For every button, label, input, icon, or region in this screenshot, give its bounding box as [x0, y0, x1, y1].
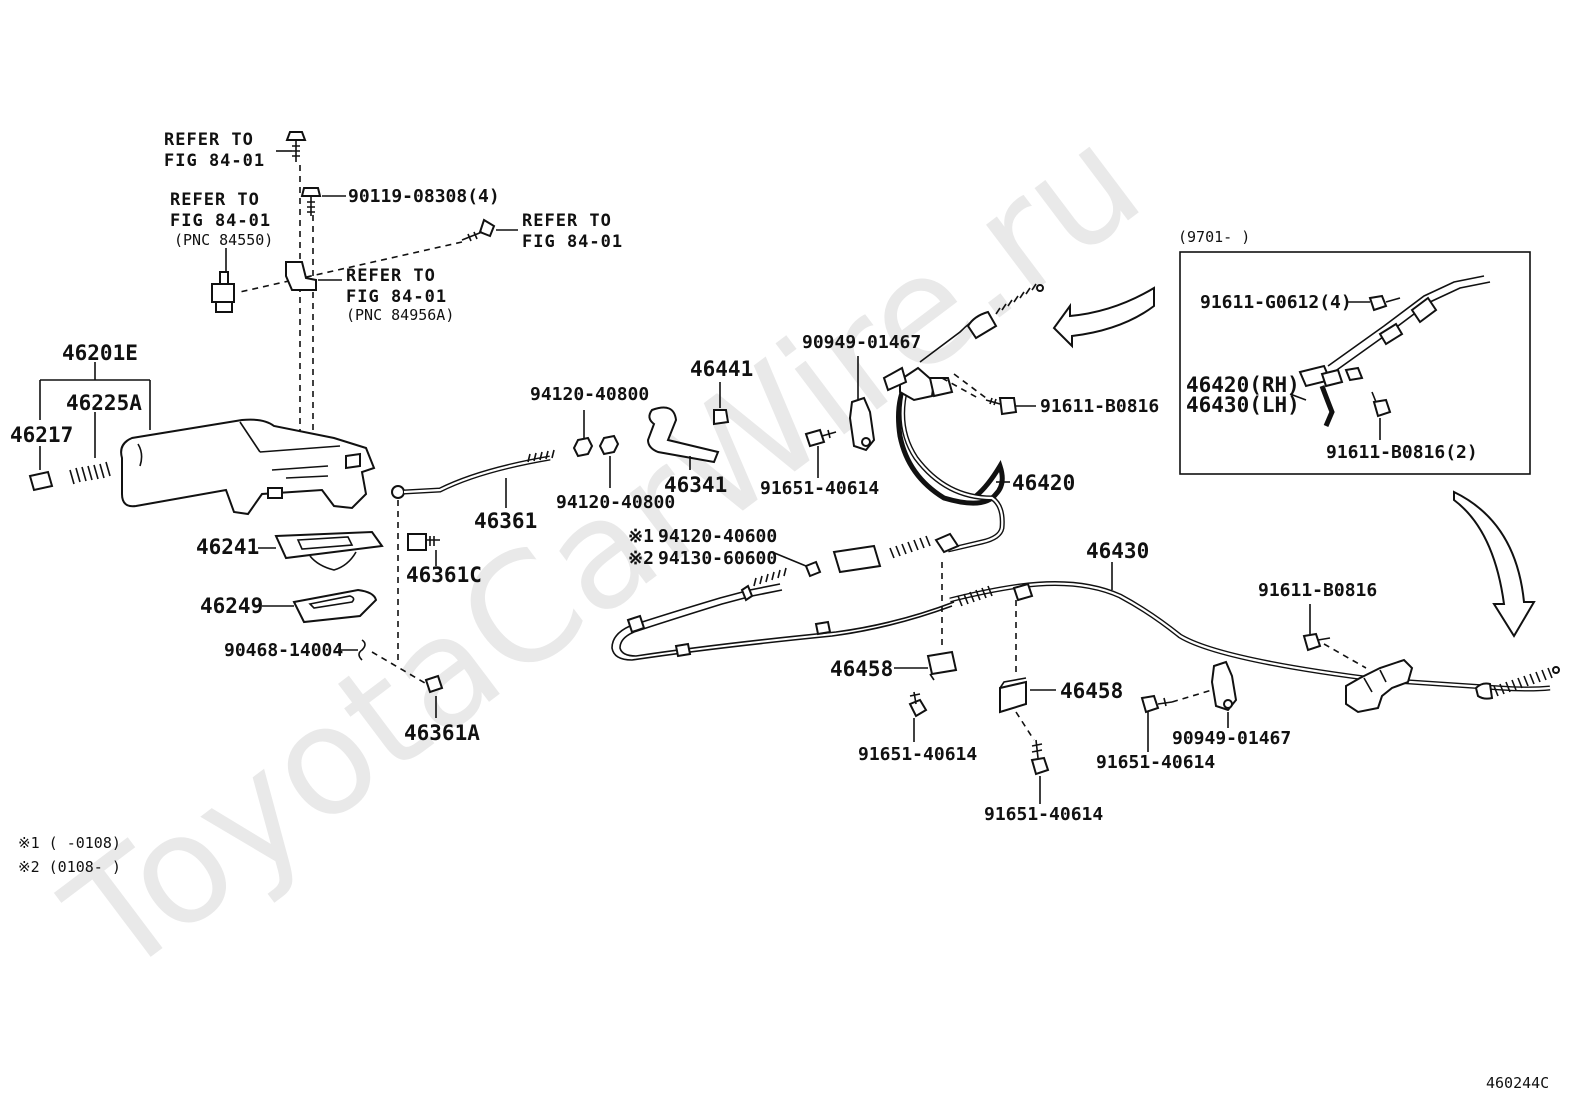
equalizer-rod-icon[interactable] [391, 449, 555, 499]
bolt-91651-top-icon[interactable] [804, 428, 837, 448]
label-46420-rh: 46420(RH) [1186, 373, 1300, 397]
marker-2: ※2 [628, 548, 654, 569]
label-90119-08308: 90119-08308(4) [348, 186, 500, 207]
bolt-91611-bottom-icon[interactable] [1302, 632, 1331, 652]
lever-boot-icon[interactable] [292, 588, 378, 624]
svg-text:REFER TO: REFER TO [346, 266, 436, 286]
svg-text:(PNC 84550): (PNC 84550) [174, 231, 273, 249]
label-46201E: 46201E [62, 341, 138, 365]
bolt-91651-c-icon[interactable] [1030, 739, 1050, 776]
svg-text:FIG 84-01: FIG 84-01 [522, 232, 623, 252]
inset-bolt-a-icon[interactable] [1368, 294, 1401, 312]
label-91651-40614-b: 91651-40614 [858, 744, 977, 765]
refer-label-4: REFER TO FIG 84-01 (PNC 84956A) [346, 266, 454, 324]
switch-clip-icon[interactable] [211, 271, 235, 313]
label-46441: 46441 [690, 357, 753, 381]
bolt-91611-top-icon[interactable] [985, 397, 1018, 416]
inset-range-label: (9701- ) [1178, 228, 1250, 246]
refer-screw-right-icon[interactable] [461, 218, 496, 242]
bolt-90119-icon[interactable] [300, 187, 322, 216]
refer-label-3: REFER TO FIG 84-01 [522, 211, 623, 252]
label-91611-G0612: 91611-G0612(4) [1200, 292, 1352, 313]
label-91651-40614-d: 91651-40614 [1096, 752, 1215, 773]
svg-text:(PNC 84956A): (PNC 84956A) [346, 306, 454, 324]
label-91651-40614-a: 91651-40614 [760, 478, 879, 499]
label-46361C: 46361C [406, 563, 482, 587]
cable-bracket-bottom-icon[interactable] [1210, 660, 1238, 712]
release-button-icon[interactable] [28, 470, 54, 492]
cable-46420-icon[interactable] [832, 283, 1044, 574]
label-46430-lh: 46430(LH) [1186, 393, 1300, 417]
label-94120-40800-a: 94120-40800 [530, 384, 649, 405]
release-spring-icon[interactable] [69, 461, 111, 485]
cable-bracket-top-icon[interactable] [848, 396, 876, 452]
svg-text:REFER TO: REFER TO [164, 130, 254, 150]
nut-b-icon[interactable] [598, 434, 620, 456]
adjuster-nut-icon[interactable] [804, 560, 822, 578]
label-46361: 46361 [474, 509, 537, 533]
lever-plate-icon[interactable] [274, 530, 384, 571]
clip-46458-b-icon[interactable] [999, 677, 1027, 714]
inset-frame [1179, 251, 1531, 475]
diagram-code: 460244C [1486, 1074, 1549, 1092]
label-90949-01467-b: 90949-01467 [1172, 728, 1291, 749]
footnote-1: ※1 ( -0108) [18, 834, 121, 852]
label-46249: 46249 [200, 594, 263, 618]
reference-arrow-down-icon [1453, 490, 1536, 638]
pin-46361a-icon[interactable] [424, 674, 444, 694]
label-46420: 46420 [1012, 471, 1075, 495]
label-46241: 46241 [196, 535, 259, 559]
label-91611-B0816-a: 91611-B0816 [1040, 396, 1159, 417]
label-46217: 46217 [10, 423, 73, 447]
label-91611-B0816-c: 91611-B0816(2) [1326, 442, 1478, 463]
refer-label-2: REFER TO FIG 84-01 (PNC 84550) [170, 190, 273, 249]
label-46458-b: 46458 [1060, 679, 1123, 703]
label-94130-60600: 94130-60600 [658, 548, 777, 569]
svg-text:FIG 84-01: FIG 84-01 [346, 287, 447, 307]
svg-text:REFER TO: REFER TO [170, 190, 260, 210]
nut-a-icon[interactable] [572, 436, 594, 458]
label-91611-B0816-b: 91611-B0816 [1258, 580, 1377, 601]
parking-brake-lever-icon[interactable] [120, 418, 376, 516]
clip-46458-a-icon[interactable] [926, 650, 958, 681]
bolt-91651-d-icon[interactable] [1140, 694, 1173, 714]
footnote-2: ※2 (0108- ) [18, 858, 121, 876]
label-94120-40800-b: 94120-40800 [556, 492, 675, 513]
bolt-46361c-icon[interactable] [407, 533, 440, 551]
inset-bolt-b-icon[interactable] [1371, 391, 1392, 418]
label-46430: 46430 [1086, 539, 1149, 563]
reference-arrow-left-icon [1052, 286, 1155, 349]
label-91651-40614-c: 91651-40614 [984, 804, 1103, 825]
label-90949-01467-a: 90949-01467 [802, 332, 921, 353]
svg-text:FIG 84-01: FIG 84-01 [170, 211, 271, 231]
label-46225A: 46225A [66, 391, 142, 415]
svg-text:FIG 84-01: FIG 84-01 [164, 151, 265, 171]
svg-text:REFER TO: REFER TO [522, 211, 612, 231]
label-46341: 46341 [664, 473, 727, 497]
label-46458-a: 46458 [830, 657, 893, 681]
inset-cable-icon[interactable] [1298, 275, 1491, 427]
label-90468-14004: 90468-14004 [224, 640, 343, 661]
refer-bolt-top-icon[interactable] [285, 131, 307, 162]
cable-retainer-icon[interactable] [646, 406, 720, 464]
cable-46430-icon[interactable] [611, 567, 1560, 714]
bolt-91651-b-icon[interactable] [908, 691, 928, 718]
clip-pin-icon[interactable] [358, 639, 366, 661]
bushing-icon[interactable] [713, 409, 730, 426]
bracket-icon[interactable] [285, 261, 317, 291]
refer-label-1: REFER TO FIG 84-01 [164, 130, 265, 171]
label-94120-40600: 94120-40600 [658, 526, 777, 547]
label-46361A: 46361A [404, 721, 480, 745]
marker-1: ※1 [628, 526, 654, 547]
